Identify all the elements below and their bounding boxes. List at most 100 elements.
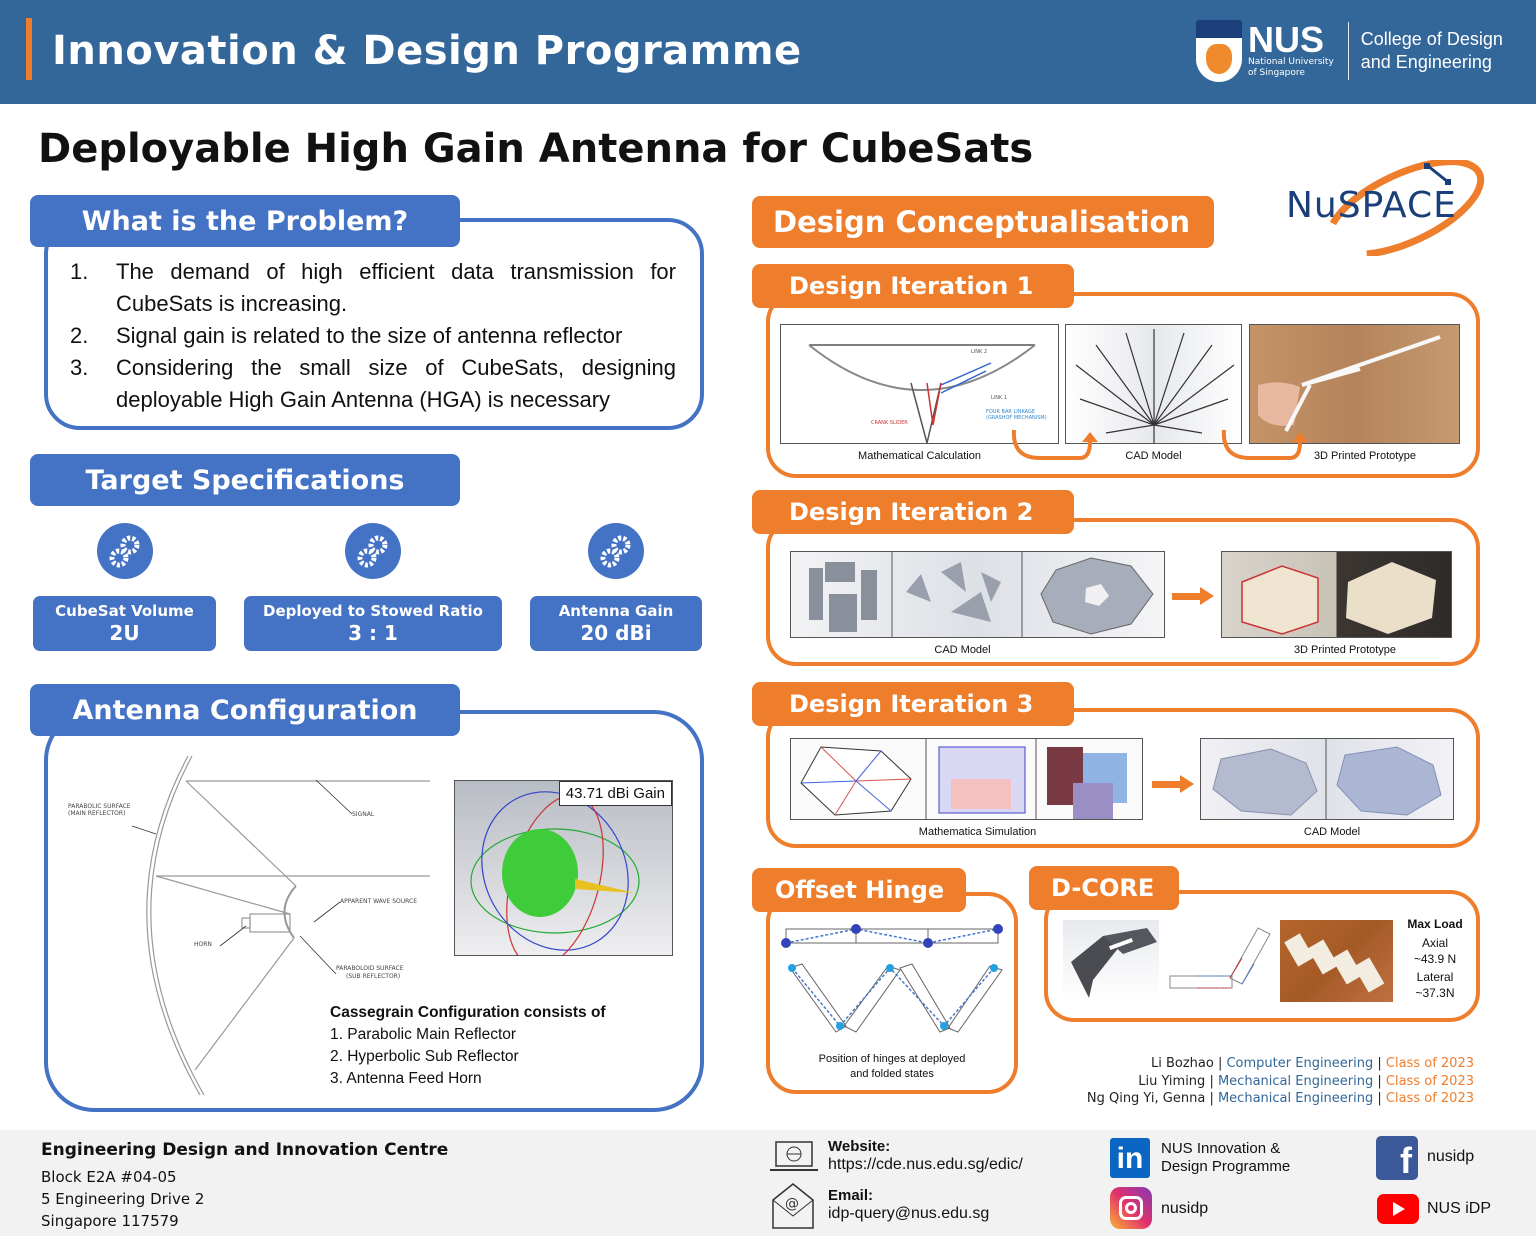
iter2-heading: Design Iteration 2 xyxy=(752,490,1074,534)
centre-name: Engineering Design and Innovation Centre xyxy=(41,1140,449,1160)
poster-title: Deployable High Gain Antenna for CubeSat… xyxy=(38,126,1034,172)
cad-model-image xyxy=(1065,324,1242,444)
youtube-label[interactable]: NUS iDP xyxy=(1427,1200,1492,1217)
facebook-icon[interactable]: f xyxy=(1376,1136,1418,1181)
authors-list: Li Bozhao | Computer Engineering | Class… xyxy=(1087,1055,1474,1108)
iter2-cad-image xyxy=(790,551,1165,638)
facebook-label[interactable]: nusidp xyxy=(1427,1148,1475,1165)
svg-text:CRANK SLIDER: CRANK SLIDER xyxy=(871,420,908,426)
gain-label: 43.71 dBi Gain xyxy=(558,781,672,806)
website-link[interactable]: https://cde.nus.edu.sg/edic/ xyxy=(828,1156,1023,1173)
max-load-panel: Max Load Axial ~43.9 N Lateral ~37.3N xyxy=(1400,916,1470,1001)
svg-text:FOUR BAR LINKAGE: FOUR BAR LINKAGE xyxy=(986,409,1035,415)
svg-text:PARABOLIC SURFACE: PARABOLIC SURFACE xyxy=(68,803,131,810)
nus-subtitle-1: National University xyxy=(1248,57,1334,67)
problem-heading: What is the Problem? xyxy=(30,195,460,247)
max-load-title: Max Load xyxy=(1407,917,1463,931)
problem-item: 3.Considering the small size of CubeSats… xyxy=(70,355,676,412)
email-envelope-icon: @ xyxy=(772,1183,814,1229)
linkedin-icon[interactable]: in xyxy=(1110,1138,1150,1178)
dcore-cad-image xyxy=(1063,920,1159,1002)
email-link[interactable]: idp-query@nus.edu.sg xyxy=(828,1205,990,1222)
logo-divider xyxy=(1347,22,1349,80)
gears-icon xyxy=(345,523,401,579)
gears-icon xyxy=(97,523,153,579)
linkedin-label[interactable]: NUS Innovation &Design Programme xyxy=(1161,1140,1291,1175)
math-calc-image: LINK 2 LINK 1 CRANK SLIDER FOUR BAR LINK… xyxy=(780,324,1059,444)
dcore-diagram xyxy=(1169,927,1271,989)
mathematica-sim-image xyxy=(790,738,1143,820)
svg-text:(SUB REFLECTOR): (SUB REFLECTOR) xyxy=(346,973,400,980)
college-name-1: College of Design xyxy=(1360,29,1503,49)
caption-iter2-cad: CAD Model xyxy=(934,644,991,656)
cassegrain-title: Cassegrain Configuration consists of xyxy=(330,1004,606,1021)
programme-title: Innovation & Design Programme xyxy=(52,28,802,74)
problem-item: 2.Signal gain is related to the size of … xyxy=(70,323,623,348)
lateral-label: Lateral xyxy=(1416,970,1454,984)
arrow-right-icon xyxy=(1152,775,1194,793)
specs-heading: Target Specifications xyxy=(30,454,460,506)
email-label: Email: xyxy=(828,1187,874,1204)
iter2-box xyxy=(766,518,1480,666)
svg-text:LINK 1: LINK 1 xyxy=(991,395,1007,401)
nuspace-orbit-icon: NuSPACE xyxy=(1286,158,1485,258)
svg-text:(MAIN REFLECTOR): (MAIN REFLECTOR) xyxy=(68,810,125,817)
arrow-icon xyxy=(1011,429,1098,460)
footer: Engineering Design and Innovation Centre… xyxy=(0,1130,1536,1236)
axial-label: Axial xyxy=(1421,936,1448,950)
cassegrain-text: Cassegrain Configuration consists of 1. … xyxy=(330,1002,606,1090)
iter1-box xyxy=(766,292,1480,478)
caption-iter2-prototype: 3D Printed Prototype xyxy=(1293,644,1397,656)
header-accent-bar xyxy=(26,18,32,80)
svg-text:NuSPACE: NuSPACE xyxy=(1286,185,1457,226)
nuspace-logo: NuSPACE xyxy=(1280,158,1500,258)
svg-text:(GRASHOF MECHANISM): (GRASHOF MECHANISM) xyxy=(986,415,1047,421)
cassegrain-item: 2. Hyperbolic Sub Reflector xyxy=(330,1048,519,1065)
svg-text:PARABOLOID SURFACE: PARABOLOID SURFACE xyxy=(336,965,404,972)
hinge-diagram xyxy=(781,924,1003,1033)
iter1-heading: Design Iteration 1 xyxy=(752,264,1074,308)
nus-crest-icon xyxy=(1196,20,1242,82)
cassegrain-diagram: PARABOLIC SURFACE (MAIN REFLECTOR) SIGNA… xyxy=(68,755,430,1096)
problem-list: 1.The demand of high efficient data tran… xyxy=(70,256,676,416)
caption-cad-model: CAD Model xyxy=(1125,450,1182,462)
author-row: Ng Qing Yi, Genna | Mechanical Engineeri… xyxy=(1086,1091,1474,1106)
cassegrain-item: 3. Antenna Feed Horn xyxy=(330,1070,482,1087)
youtube-icon[interactable] xyxy=(1377,1194,1419,1224)
caption-prototype: 3D Printed Prototype xyxy=(1313,450,1417,462)
svg-text:LINK 2: LINK 2 xyxy=(971,349,987,355)
gears-icon xyxy=(588,523,644,579)
radiation-pattern-image: 43.71 dBi Gain xyxy=(454,780,673,956)
arrow-right-icon xyxy=(1172,587,1214,605)
axial-value: ~43.9 N xyxy=(1413,952,1457,966)
svg-text:APPARENT WAVE SOURCE: APPARENT WAVE SOURCE xyxy=(340,898,417,905)
antenna-heading: Antenna Configuration xyxy=(30,684,460,736)
iter3-box xyxy=(766,708,1480,848)
caption-math-calc: Mathematical Calculation xyxy=(858,450,981,462)
arrow-icon xyxy=(1221,429,1308,460)
cassegrain-item: 1. Parabolic Main Reflector xyxy=(330,1026,517,1043)
instagram-icon[interactable] xyxy=(1110,1187,1152,1229)
iter3-cad-image xyxy=(1200,738,1454,820)
author-row: Liu Yiming | Mechanical Engineering | Cl… xyxy=(1138,1073,1474,1089)
dcore-box xyxy=(1044,890,1480,1022)
lateral-value: ~37.3N xyxy=(1415,986,1455,1000)
dcore-heading: D-CORE xyxy=(1029,866,1179,910)
laptop-globe-icon xyxy=(770,1141,818,1171)
dcore-photo xyxy=(1280,920,1393,1002)
instagram-label[interactable]: nusidp xyxy=(1161,1200,1209,1217)
iter3-heading: Design Iteration 3 xyxy=(752,682,1074,726)
svg-text:HORN: HORN xyxy=(194,941,212,948)
header-bar: Innovation & Design Programme NUS Nation… xyxy=(0,0,1536,104)
nus-wordmark: NUS xyxy=(1248,19,1325,60)
author-row: Li Bozhao | Computer Engineering | Class… xyxy=(1150,1056,1474,1071)
design-heading: Design Conceptualisation xyxy=(752,196,1214,248)
iter2-prototype-photo xyxy=(1221,551,1452,638)
caption-mathematica: Mathematica Simulation xyxy=(918,826,1037,838)
svg-text:SIGNAL: SIGNAL xyxy=(352,811,375,818)
